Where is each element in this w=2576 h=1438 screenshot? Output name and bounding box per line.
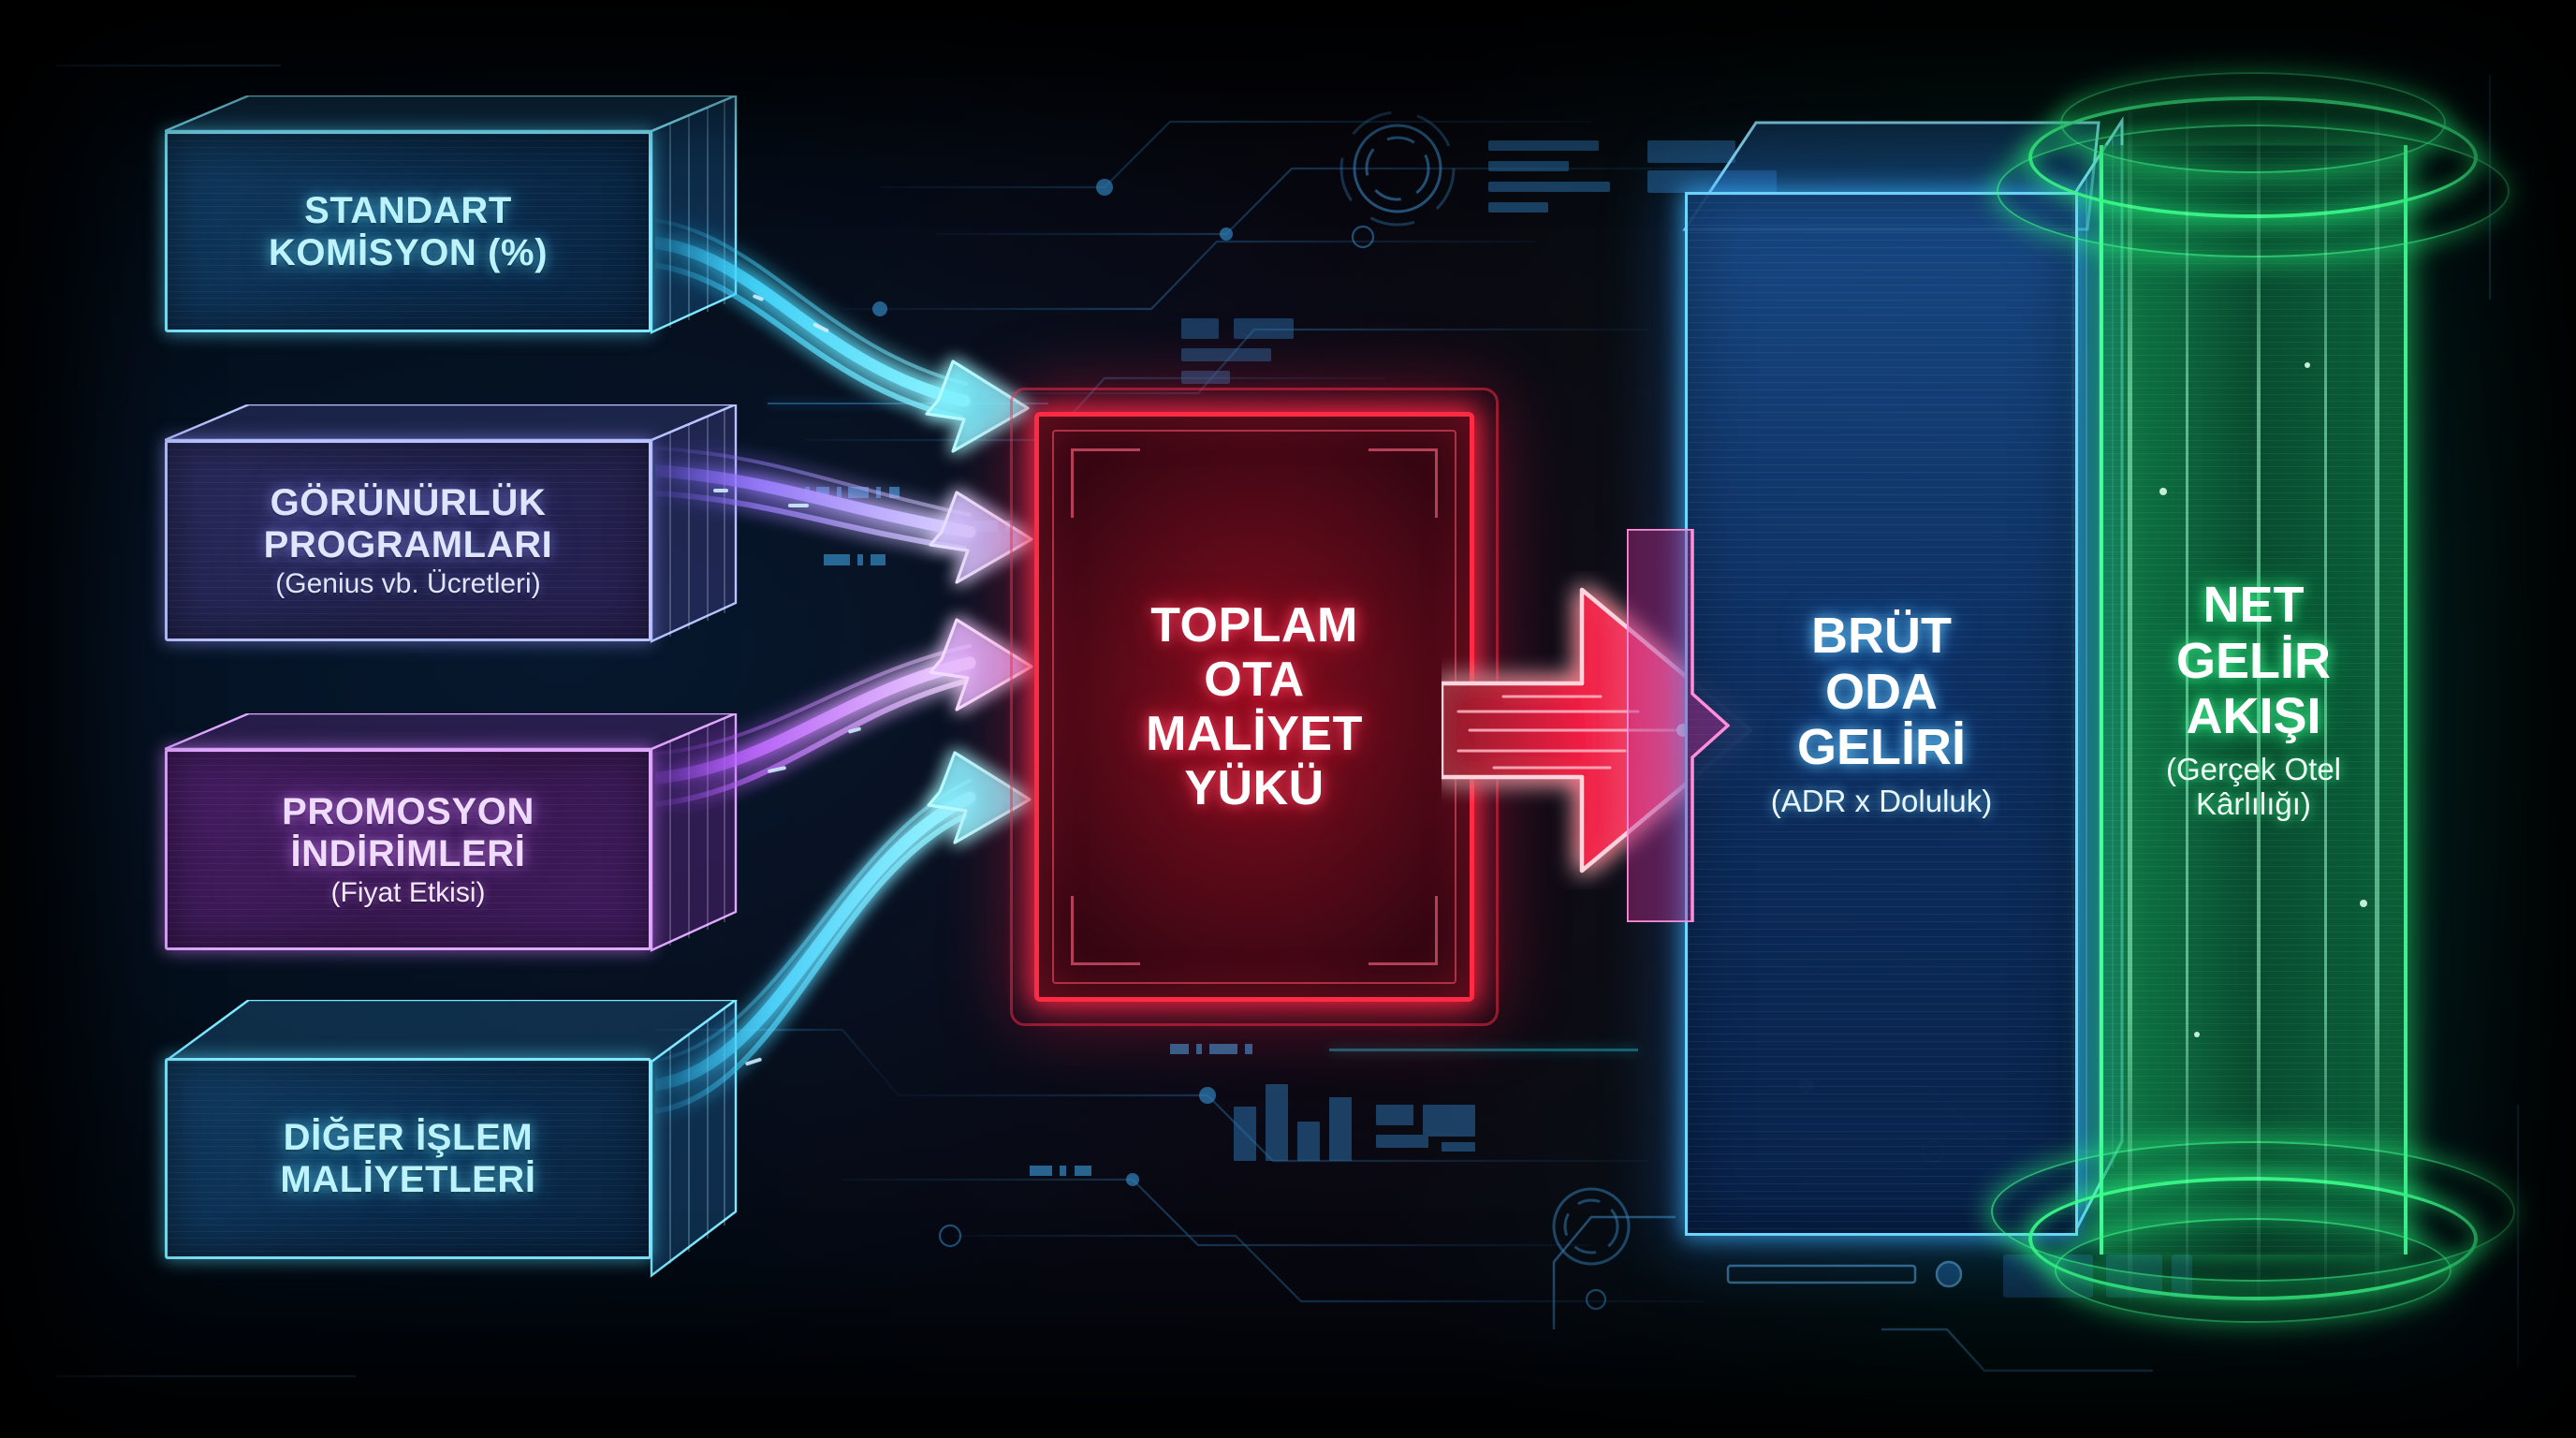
cost-input-promosyon-indirimleri[interactable]: PROMOSYON İNDİRİMLERİ (Fiyat Etkisi) bbox=[165, 713, 738, 952]
cost-box-face: DİĞER İŞLEM MALİYETLERİ bbox=[165, 1058, 651, 1259]
gross-revenue-node[interactable]: BRÜT ODA GELİRİ (ADR x Doluluk) bbox=[1627, 115, 2124, 1236]
cost-box-subtitle: (Genius vb. Ücretleri) bbox=[275, 567, 541, 599]
cost-box-face: STANDART KOMİSYON (%) bbox=[165, 131, 651, 332]
cost-flow-arrow-2 bbox=[655, 446, 1033, 584]
cost-box-subtitle: (Fiyat Etkisi) bbox=[330, 876, 486, 908]
gross-revenue-line-3: GELİRİ bbox=[1796, 719, 1966, 776]
cost-box-face: GÖRÜNÜRLÜK PROGRAMLARI (Genius vb. Ücret… bbox=[165, 440, 651, 641]
net-revenue-node[interactable]: NET GELİR AKIŞI (Gerçek Otel Kârlılığı) bbox=[1991, 72, 2515, 1323]
cost-box-title: STANDART KOMİSYON (%) bbox=[268, 189, 549, 273]
cost-flow-arrow-4 bbox=[655, 751, 1032, 1114]
net-revenue-label: NET GELİR AKIŞI (Gerçek Otel Kârlılığı) bbox=[2073, 89, 2434, 1311]
net-revenue-line-3: AKIŞI bbox=[2186, 688, 2321, 745]
net-revenue-subtitle-block: (Gerçek Otel Kârlılığı) bbox=[2165, 751, 2342, 822]
net-revenue-line-2: GELİR bbox=[2175, 632, 2331, 689]
net-revenue-line-1: NET bbox=[2203, 577, 2305, 634]
gross-revenue-label: BRÜT ODA GELİRİ (ADR x Doluluk) bbox=[1685, 192, 2078, 1236]
cost-input-standart-komisyon[interactable]: STANDART KOMİSYON (%) bbox=[165, 95, 738, 334]
total-cost-line-4: YÜKÜ bbox=[1184, 761, 1325, 816]
blue-panel-body bbox=[1685, 192, 2078, 1236]
cost-flow-arrow-3 bbox=[655, 618, 1033, 807]
cost-input-diger-islem-maliyetleri[interactable]: DİĞER İŞLEM MALİYETLERİ bbox=[165, 1000, 739, 1278]
net-revenue-cylinder-body bbox=[2100, 145, 2408, 1255]
red-box-body bbox=[1034, 412, 1474, 1002]
net-revenue-subtitle-line-2: Kârlılığı) bbox=[2196, 785, 2311, 821]
corner-bracket-icon bbox=[1071, 896, 1140, 965]
total-cost-node[interactable]: TOPLAM OTA MALİYET YÜKÜ bbox=[1010, 388, 1499, 1026]
net-revenue-subtitle-line-1: (Gerçek Otel bbox=[2165, 751, 2342, 786]
cost-box-face: PROMOSYON İNDİRİMLERİ (Fiyat Etkisi) bbox=[165, 749, 651, 950]
cost-box-title: PROMOSYON İNDİRİMLERİ bbox=[282, 791, 534, 874]
gross-revenue-line-1: BRÜT bbox=[1811, 608, 1952, 665]
total-cost-label: TOPLAM OTA MALİYET YÜKÜ bbox=[1034, 412, 1474, 1002]
corner-bracket-icon bbox=[1368, 448, 1438, 518]
total-cost-line-1: TOPLAM bbox=[1150, 597, 1358, 653]
cost-box-title: GÖRÜNÜRLÜK PROGRAMLARI bbox=[263, 482, 553, 565]
corner-bracket-icon bbox=[1071, 448, 1140, 518]
cost-input-gorunurluk-programlari[interactable]: GÖRÜNÜRLÜK PROGRAMLARI (Genius vb. Ücret… bbox=[165, 404, 738, 643]
gross-revenue-line-2: ODA bbox=[1825, 663, 1938, 720]
cost-box-title: DİĞER İŞLEM MALİYETLERİ bbox=[280, 1116, 536, 1200]
total-cost-line-3: MALİYET bbox=[1146, 707, 1363, 761]
cost-flow-arrow-1 bbox=[655, 218, 1030, 453]
gross-revenue-subtitle: (ADR x Doluluk) bbox=[1770, 783, 1993, 818]
corner-bracket-icon bbox=[1368, 896, 1438, 965]
total-cost-line-2: OTA bbox=[1204, 652, 1305, 707]
